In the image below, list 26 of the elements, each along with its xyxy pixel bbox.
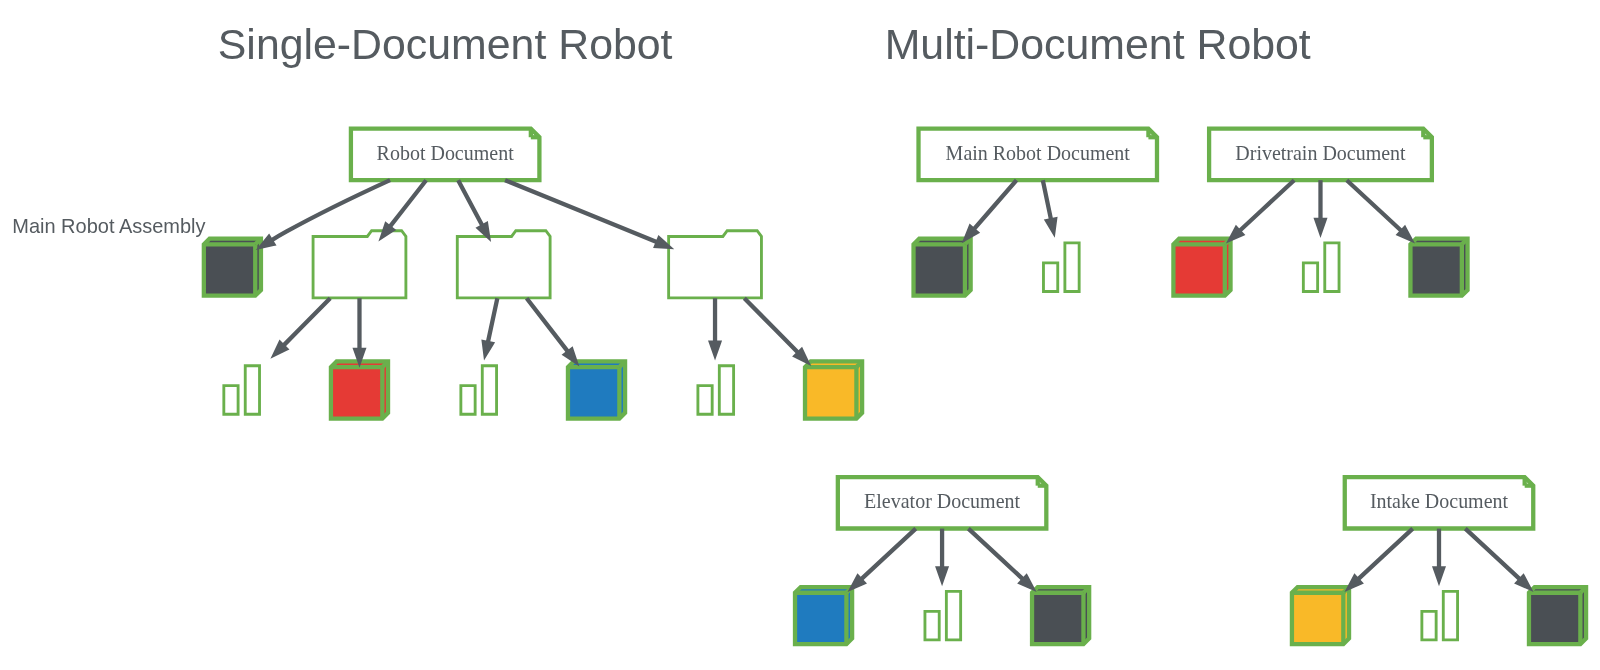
arrow: [1432, 528, 1446, 587]
arrow: [481, 297, 500, 361]
arrow: [352, 298, 367, 368]
arrow: [935, 528, 950, 587]
arrow: [1463, 527, 1534, 592]
arrow: [742, 296, 812, 366]
arrow: [1344, 527, 1415, 592]
node-folder: [667, 229, 763, 300]
node-folder: [311, 229, 408, 300]
node-label: Main Robot Assembly: [12, 215, 206, 238]
arrow: [961, 178, 1019, 244]
arrow: [847, 527, 918, 592]
arrow: [1040, 179, 1058, 238]
arrow: [255, 178, 391, 251]
label: Single-Document Robot: [217, 19, 673, 68]
arrow: [378, 178, 428, 242]
arrow: [1345, 178, 1416, 244]
arrow: [966, 527, 1037, 592]
arrow: [456, 179, 492, 243]
arrow: [708, 298, 723, 361]
arrow: [270, 296, 332, 359]
label: Multi-Document Robot: [884, 19, 1311, 68]
arrow: [504, 178, 675, 250]
arrow: [1313, 180, 1328, 238]
node-folder: [455, 229, 552, 300]
arrow: [524, 296, 580, 367]
